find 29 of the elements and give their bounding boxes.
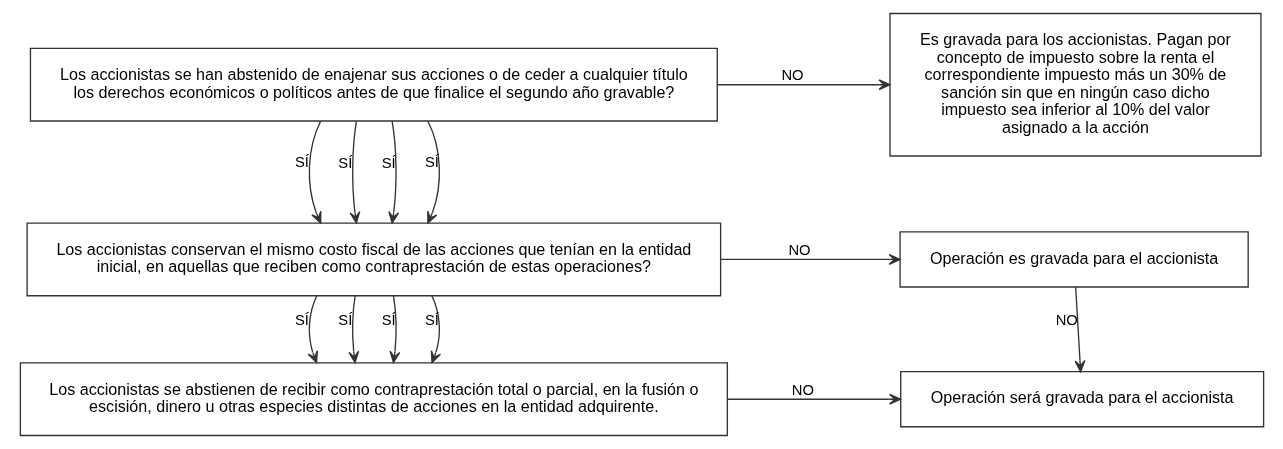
edge-label: NO <box>780 67 804 84</box>
arrow <box>347 295 359 364</box>
arrow <box>348 120 360 224</box>
edge-label: SÍ <box>337 312 352 329</box>
edge-label: NO <box>787 242 811 259</box>
edge-label: SÍ <box>337 155 352 172</box>
edge-label: SÍ <box>381 155 396 172</box>
arrow <box>388 295 400 364</box>
node-box: Operación será gravada para el accionista <box>899 371 1264 428</box>
node-box: Los accionistas conservan el mismo costo fiscal de las acciones que tenían en la entidad inicial, en aquellas que reciben como contraprestación de estas operaciones? <box>25 222 721 297</box>
arrow <box>1074 286 1085 373</box>
edge-label: SÍ <box>381 312 396 329</box>
node-box: Operación es gravada para el accionista <box>898 231 1249 288</box>
edge-label: SÍ <box>424 154 439 171</box>
arrow <box>726 393 901 405</box>
node-box: Los accionistas se abstienen de recibir como contraprestación total o parcial, en la fusión o escisión, dinero u otras especies distintas de acciones en la entidad adquirente. <box>19 362 728 437</box>
arrow <box>430 295 441 364</box>
edge-label: SÍ <box>424 311 439 328</box>
edge-label: SÍ <box>294 311 309 328</box>
arrow <box>426 120 440 224</box>
arrow <box>307 295 318 364</box>
node-box: Es gravada para los accionistas. Pagan por concepto de impuesto sobre la renta el correspondiente impuesto más un 30% de sanción sin que en ningún caso dicho impuesto sea inferior al 10% del valor asignado a la acción <box>888 12 1262 157</box>
arrow <box>719 253 901 265</box>
node-box: Los accionistas se han abstenido de enajenar sus acciones o de ceder a cualquier título los derechos económicos o políticos antes de que finalice el segundo año gravable? <box>29 47 718 122</box>
arrow <box>387 120 399 224</box>
edge-label: SÍ <box>294 154 309 171</box>
edge-label: NO <box>1055 311 1078 328</box>
edge-label: NO <box>791 381 814 398</box>
arrow <box>716 79 890 91</box>
